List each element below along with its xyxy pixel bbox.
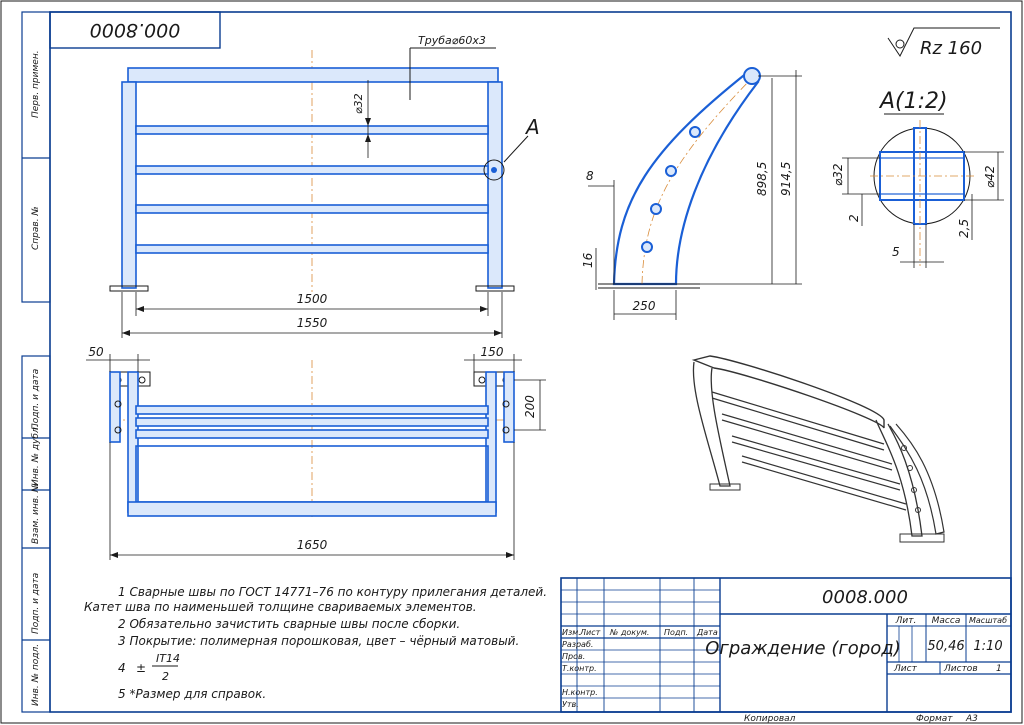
note-4-pm: ±: [136, 661, 146, 675]
dim-detail-d42: ⌀42: [983, 166, 997, 189]
roughness-value: Rz 160: [920, 38, 982, 59]
tb-col-mass: Масса: [932, 616, 961, 626]
side-label-sign-date-1: Подп. и дата: [31, 369, 41, 430]
side-label-first-use: Перв. примен.: [31, 50, 41, 118]
tb-mass: 50,46: [927, 639, 964, 654]
footer-copied: Копировал: [744, 714, 796, 724]
tb-scale: 1:10: [973, 639, 1002, 654]
top-stamp-designation: 000.8000: [90, 19, 181, 41]
note-4-denom: 2: [162, 670, 169, 683]
footer-format: Формат: [916, 714, 953, 724]
detail-title: А(1:2): [878, 89, 948, 114]
roughness-sign: Rz 160: [887, 27, 1000, 59]
dim-d32-front: ⌀32: [352, 93, 365, 114]
tb-razrab: Разраб.: [562, 640, 593, 649]
tb-col-scale: Масштаб: [969, 616, 1007, 625]
note-1-cont: Катет шва по наименьшей толщине сваривае…: [84, 600, 477, 614]
note-4-it: IT14: [156, 652, 180, 665]
dim-150: 150: [481, 345, 504, 359]
note-1: 1 Сварные швы по ГОСТ 14771–76 по контур…: [118, 585, 547, 599]
notes: 1 Сварные швы по ГОСТ 14771–76 по контур…: [84, 585, 547, 701]
dim-side-914: 914,5: [779, 162, 793, 196]
tb-sheets-count: 1: [996, 664, 1002, 674]
side-label-ref-no: Справ. №: [31, 206, 41, 250]
tb-sheets: Листов: [943, 664, 978, 674]
tb-sheet: Лист: [893, 664, 918, 674]
tb-designation: 0008.000: [822, 587, 908, 608]
tb-row-sign: Подп.: [664, 628, 688, 637]
side-label-dup-inv: Инв. № дубл.: [31, 424, 41, 486]
dim-200: 200: [523, 395, 537, 418]
tb-utv: Утв.: [562, 700, 579, 709]
footer-format-value: A3: [965, 714, 978, 724]
left-binding-strip: Перв. примен. Справ. № Подп. и дата Инв.…: [21, 11, 51, 713]
dim-detail-2: 2: [847, 214, 861, 222]
tb-prov: Пров.: [562, 652, 585, 661]
dim-detail-5: 5: [892, 245, 900, 259]
side-label-repl-inv: Взам. инв. №: [31, 483, 41, 544]
note-5: 5 *Размер для справок.: [118, 687, 266, 701]
dim-side-16: 16: [581, 252, 595, 268]
tb-row-izm: Изм.: [562, 628, 581, 637]
tb-row-doc: № докум.: [609, 628, 649, 637]
dim-side-898: 898,5: [755, 162, 769, 196]
dim-1650: 1650: [297, 538, 328, 552]
tb-col-lit: Лит.: [895, 616, 917, 626]
note-2: 2 Обязательно зачистить сварные швы посл…: [118, 617, 460, 631]
pipe-note: Труба⌀60x3: [418, 34, 486, 47]
isometric-view: [691, 355, 945, 543]
tb-row-list: Лист: [579, 628, 601, 637]
top-stamp: 000.8000: [49, 11, 221, 49]
front-view: А Труба⌀60x3 ⌀32 1500 1550: [109, 34, 540, 338]
dim-1550: 1550: [297, 316, 328, 330]
dim-1500: 1500: [297, 292, 328, 306]
top-view: 50 150 200 1650: [86, 345, 546, 560]
side-label-sign-date-2: Подп. и дата: [31, 573, 41, 634]
dim-50: 50: [88, 345, 104, 359]
tb-tkontr: Т.контр.: [562, 664, 597, 673]
detail-a: А(1:2) ⌀32 ⌀42 2 2,5 5: [831, 89, 1004, 268]
side-label-orig-inv: Инв. № подл.: [31, 644, 41, 706]
view-a-callout: А: [524, 115, 540, 139]
title-block: 0008.000 Ограждение (город) Лит. Масса М…: [560, 577, 1012, 713]
dim-detail-d32: ⌀32: [831, 164, 845, 187]
dim-side-250: 250: [633, 299, 656, 313]
dim-side-8: 8: [586, 169, 594, 183]
note-4-num: 4: [118, 661, 126, 675]
tb-row-date: Дата: [696, 628, 718, 637]
note-3: 3 Покрытие: полимерная порошковая, цвет …: [118, 634, 519, 648]
tb-nkontr: Н.контр.: [562, 688, 598, 697]
dim-detail-25: 2,5: [957, 219, 971, 238]
tb-name: Ограждение (город): [705, 638, 900, 659]
side-view: 8 16 250 898,5 914,5: [581, 67, 802, 320]
